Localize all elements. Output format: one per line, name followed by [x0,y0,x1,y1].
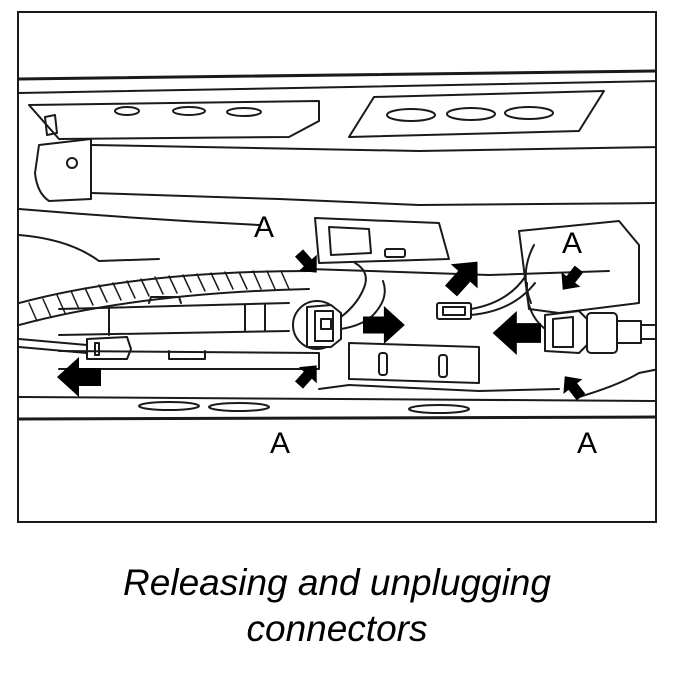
diagram-frame: A A A A [17,11,657,523]
callout-label: A [270,427,290,460]
callout-label: A [577,427,597,460]
unplug-arrow [363,306,405,344]
bottom-slot [138,401,200,411]
bottom-slot [208,402,270,412]
upper-panel-right [348,90,605,138]
bottom-rail [19,396,655,402]
round-connector-wire [340,280,386,330]
upper-panel-left [28,100,320,140]
center-block [348,342,480,384]
top-rail-inner [19,80,655,94]
release-arrow [290,357,326,394]
top-rail [19,69,655,81]
round-connector-wire [340,262,367,318]
right-bracket-inner [524,244,535,304]
harness-wrap-top [19,270,310,304]
beam-lower [90,192,655,206]
caption-line: Releasing and unplugging [123,562,551,603]
small-connector [86,336,132,360]
bracket-tab [44,114,58,136]
bottom-slot [408,404,470,414]
right-bracket [518,220,640,314]
release-arrow [555,368,591,405]
beam-edge-2 [19,234,160,262]
track-clip [148,296,182,304]
slot-oval [172,106,206,116]
center-housing [314,217,450,264]
left-bracket [34,138,92,202]
beam-edge [19,208,260,226]
lower-track-bottom [58,330,290,336]
callout-label: A [562,227,582,260]
center-block-slot [438,354,448,378]
center-housing-window [328,226,372,256]
lower-channel-notch [168,350,206,360]
center-slot [384,248,406,258]
lower-track-top [58,302,290,310]
center-connector [436,302,472,320]
center-block-base [318,384,560,392]
center-connector-wire [470,282,536,316]
center-ledge [308,268,610,276]
right-connector-lead [525,282,546,330]
bracket-hole [66,157,78,169]
small-connector-wire [19,346,88,354]
lower-channel [58,350,320,370]
bottom-edge [578,368,655,398]
slot-oval [114,106,140,116]
caption-line: connectors [246,608,428,649]
slot-oval [504,106,554,120]
figure-caption: Releasing and unplugging connectors [0,560,674,652]
center-connector-wire [470,276,526,310]
slot-oval [446,107,496,121]
slot-oval [226,107,262,117]
callout-label: A [254,211,274,244]
unplug-arrow [437,249,491,304]
connector-diagram: A A A A [19,69,655,460]
bottom-rail-2 [19,415,655,421]
small-connector-wire [19,338,88,346]
unplug-arrow [57,357,101,397]
right-connector-socket [586,312,618,354]
beam-upper [90,144,655,152]
center-block-slot [378,352,388,376]
slot-oval [386,108,436,122]
release-arrow [553,261,589,298]
